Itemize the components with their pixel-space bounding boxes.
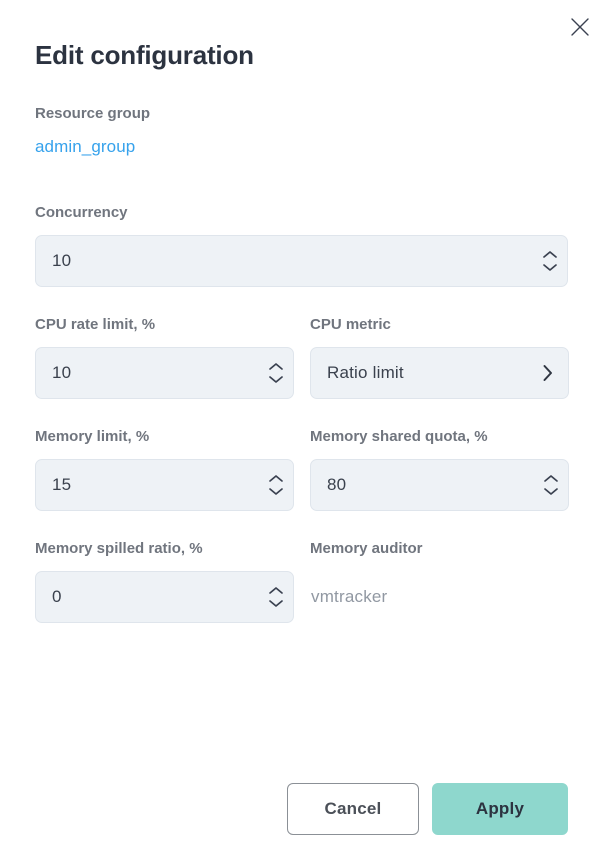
chevron-down-icon[interactable]: [542, 263, 558, 272]
chevron-down-icon[interactable]: [268, 487, 284, 496]
memory-limit-stepper[interactable]: [259, 459, 293, 511]
cpu-rate-limit-value[interactable]: 10: [52, 363, 72, 382]
page-title: Edit configuration: [35, 40, 254, 70]
spacer: [35, 287, 568, 315]
chevron-down-icon[interactable]: [268, 375, 284, 384]
label-memory-auditor: Memory auditor: [310, 540, 423, 557]
chevron-down-icon[interactable]: [543, 487, 559, 496]
field-memory-limit: Memory limit, % 15: [35, 427, 294, 511]
field-concurrency: Concurrency 10: [35, 203, 568, 287]
close-icon[interactable]: [563, 10, 597, 44]
label-cpu-metric: CPU metric: [310, 316, 391, 333]
chevron-up-icon[interactable]: [268, 362, 284, 371]
memory-limit-input[interactable]: 15: [35, 459, 294, 511]
row-cpu: CPU rate limit, % 10 CPU metric: [35, 315, 569, 399]
field-memory-spilled-ratio: Memory spilled ratio, % 0: [35, 539, 294, 623]
cpu-metric-select[interactable]: Ratio limit: [310, 347, 569, 399]
field-cpu-metric: CPU metric Ratio limit: [310, 315, 569, 399]
cpu-metric-expand[interactable]: [528, 347, 568, 399]
spacer: [35, 511, 568, 539]
chevron-right-icon: [543, 365, 552, 381]
spacer: [35, 399, 568, 427]
apply-button[interactable]: Apply: [432, 783, 568, 835]
memory-spilled-ratio-input[interactable]: 0: [35, 571, 294, 623]
memory-spilled-ratio-stepper[interactable]: [259, 571, 293, 623]
memory-spilled-ratio-value[interactable]: 0: [52, 587, 62, 606]
label-memory-limit: Memory limit, %: [35, 428, 150, 445]
label-memory-shared-quota: Memory shared quota, %: [310, 428, 488, 445]
chevron-up-icon[interactable]: [543, 474, 559, 483]
memory-auditor-value: vmtracker: [311, 587, 388, 606]
field-memory-auditor: Memory auditor vmtracker: [310, 539, 569, 623]
cancel-button[interactable]: Cancel: [287, 783, 419, 835]
cpu-metric-value: Ratio limit: [327, 363, 404, 382]
dialog-form: Resource group admin_group Concurrency 1…: [35, 104, 569, 623]
resource-group-link[interactable]: admin_group: [35, 137, 136, 156]
cpu-rate-limit-stepper[interactable]: [259, 347, 293, 399]
chevron-up-icon[interactable]: [268, 474, 284, 483]
memory-limit-value[interactable]: 15: [52, 475, 72, 494]
label-concurrency: Concurrency: [35, 204, 128, 221]
chevron-up-icon[interactable]: [268, 586, 284, 595]
row-memory-2: Memory spilled ratio, % 0 Memory auditor: [35, 539, 568, 623]
memory-shared-quota-input[interactable]: 80: [310, 459, 569, 511]
row-memory-1: Memory limit, % 15 Memory shared quota, …: [35, 427, 569, 511]
concurrency-stepper[interactable]: [533, 235, 567, 287]
spacer: [35, 158, 568, 203]
label-memory-spilled-ratio: Memory spilled ratio, %: [35, 540, 203, 557]
field-memory-shared-quota: Memory shared quota, % 80: [310, 427, 569, 511]
chevron-down-icon[interactable]: [268, 599, 284, 608]
label-resource-group: Resource group: [35, 105, 151, 122]
cpu-rate-limit-input[interactable]: 10: [35, 347, 294, 399]
chevron-up-icon[interactable]: [542, 250, 558, 259]
label-cpu-rate-limit: CPU rate limit, %: [35, 316, 156, 333]
close-icon-glyph: [571, 18, 589, 36]
memory-shared-quota-value[interactable]: 80: [327, 475, 347, 494]
dialog-footer: Cancel Apply: [0, 783, 568, 835]
concurrency-input[interactable]: 10: [35, 235, 568, 287]
field-resource-group: Resource group admin_group: [35, 104, 568, 158]
field-cpu-rate-limit: CPU rate limit, % 10: [35, 315, 294, 399]
concurrency-value[interactable]: 10: [52, 251, 72, 270]
memory-shared-quota-stepper[interactable]: [534, 459, 568, 511]
